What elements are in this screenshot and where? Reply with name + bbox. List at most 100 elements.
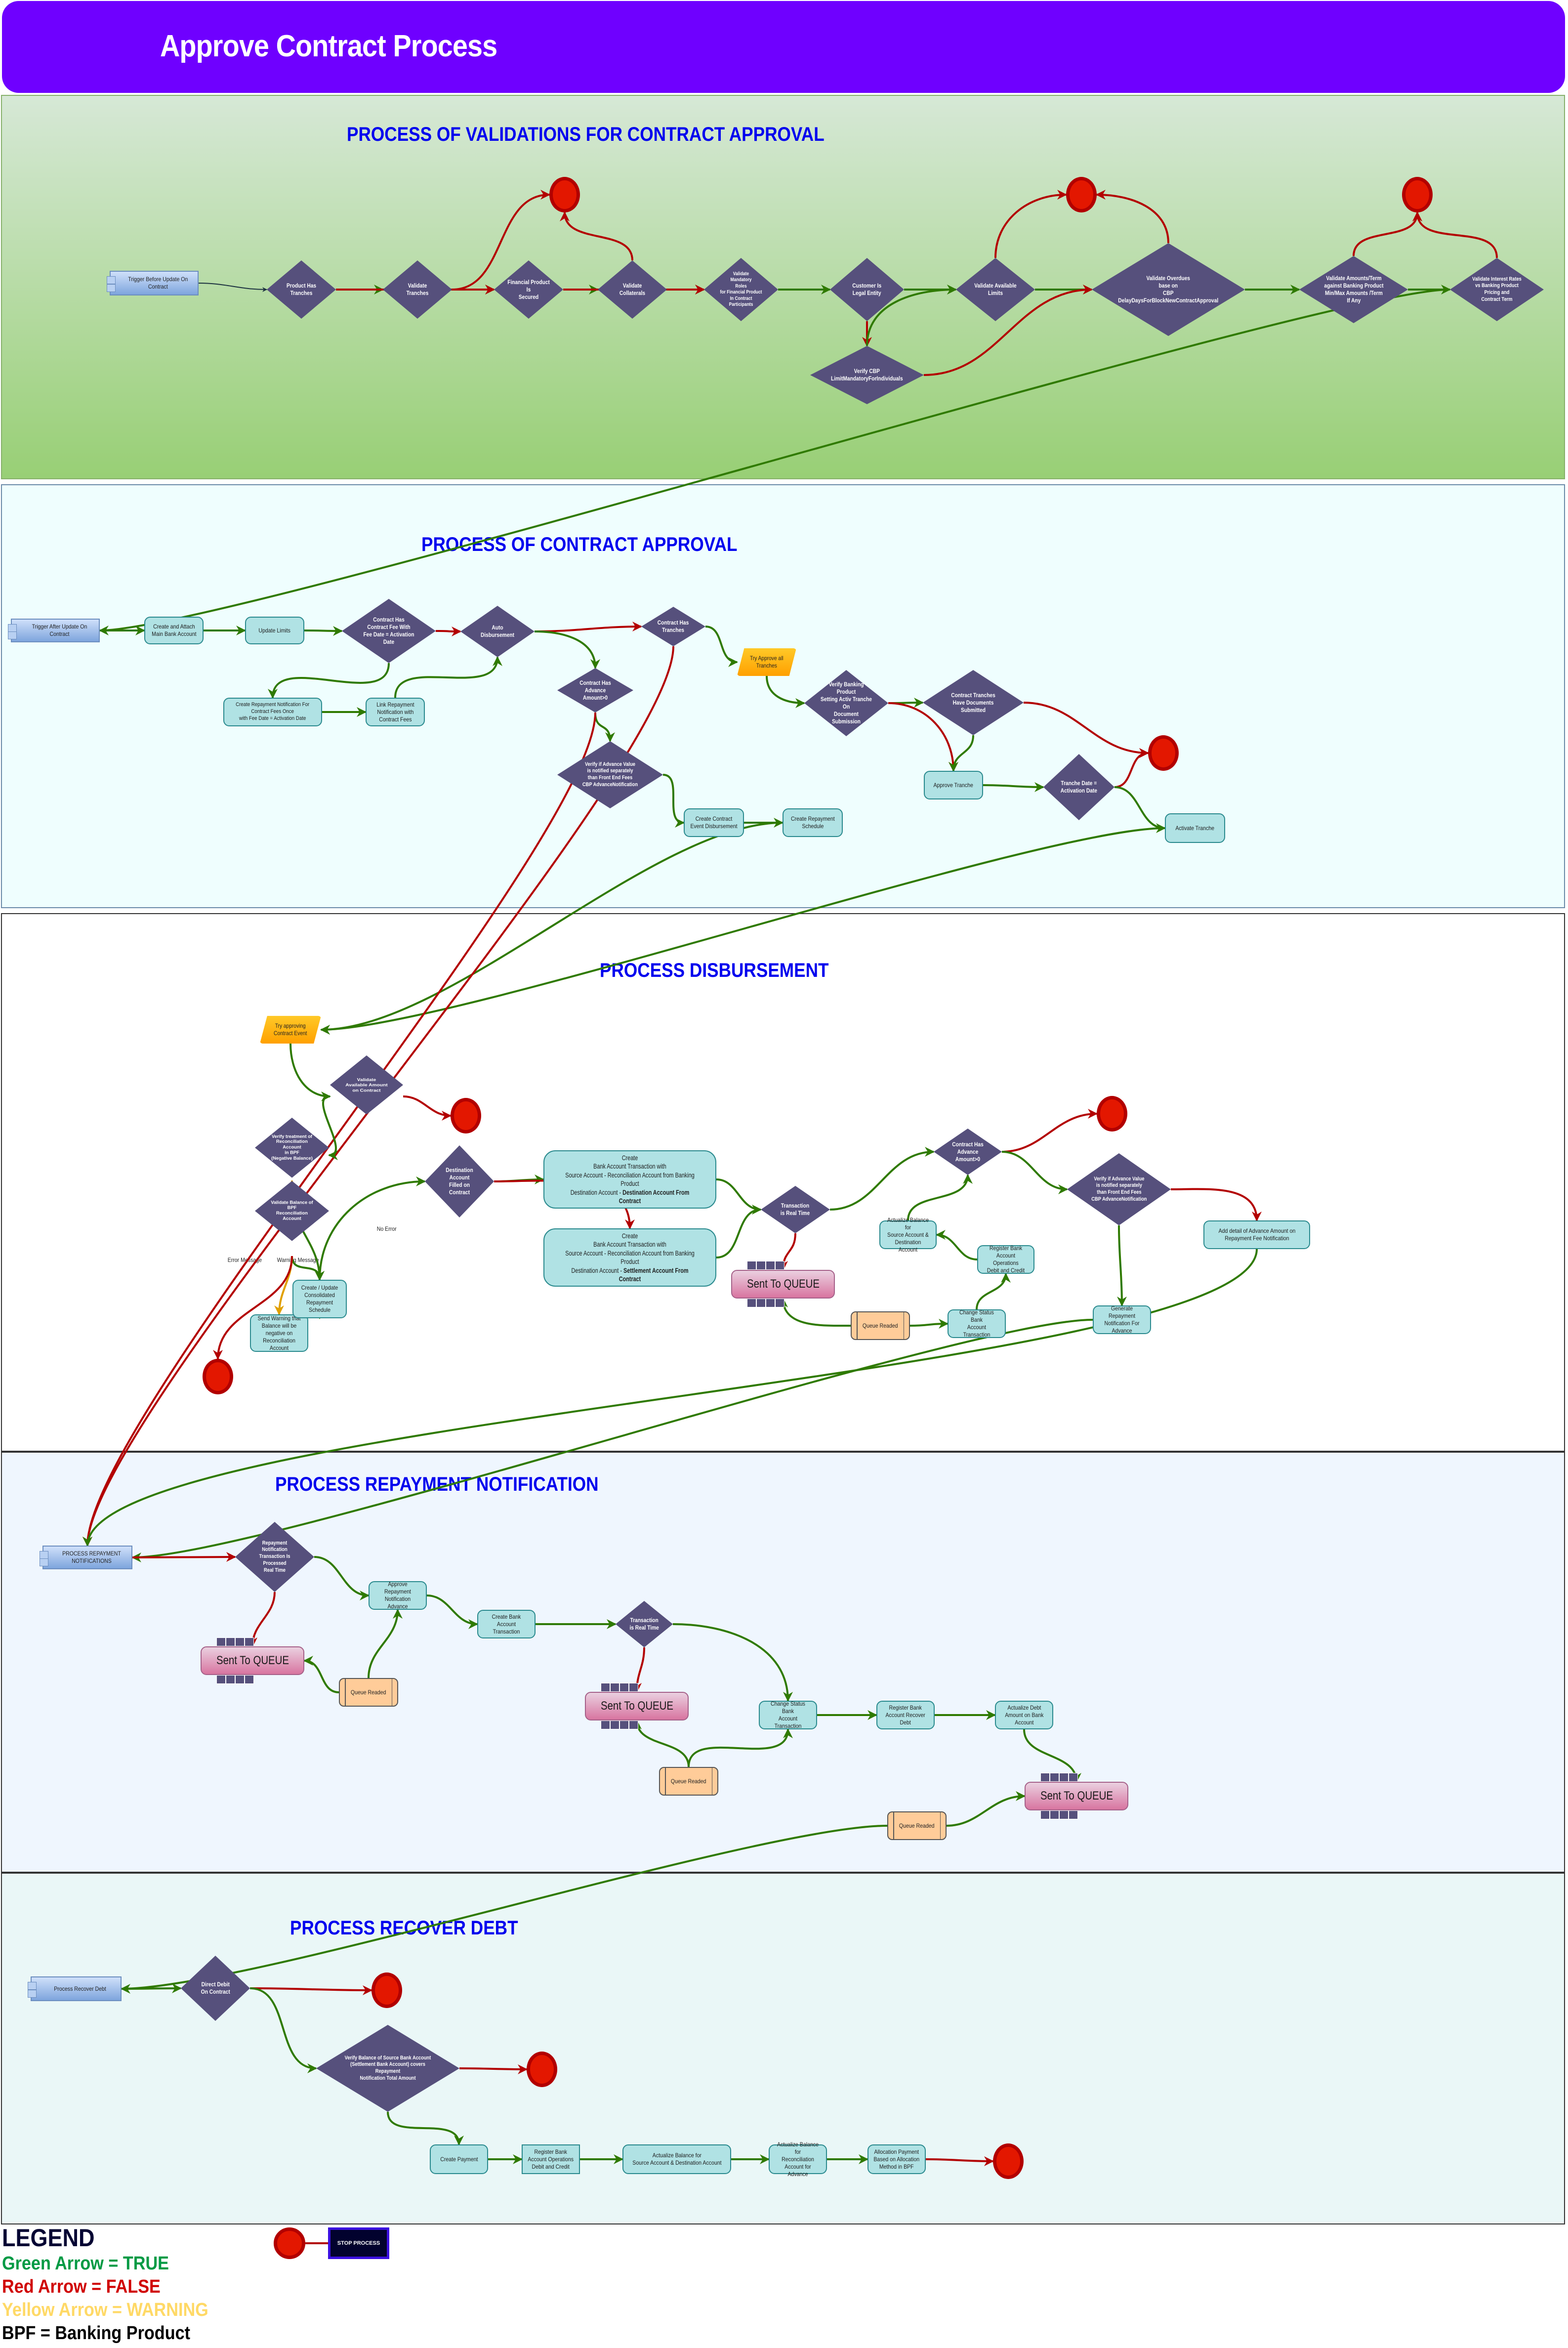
decision-validate-available-limits[interactable]: Validate Available Limits: [956, 258, 1035, 321]
trigger-process-repayment-notifications[interactable]: PROCESS REPAYMENT NOTIFICATIONS: [40, 1546, 132, 1569]
section-contract-approval: [1, 484, 1565, 908]
task-allocation-payment[interactable]: Allocation Payment Based on Allocation M…: [867, 2144, 926, 2174]
event-queue-readed[interactable]: Queue Readed: [851, 1311, 910, 1340]
decision-validate-interest-rates[interactable]: Validate Interest Rates vs Banking Produ…: [1450, 258, 1544, 321]
queue-sent-to-queue[interactable]: Sent To QUEUE: [585, 1683, 689, 1729]
decision-verify-balance-source[interactable]: Verify Balance of Source Bank Account (S…: [316, 2025, 459, 2112]
task-create-transaction-destination[interactable]: Create Bank Account Transaction with Sou…: [543, 1150, 716, 1209]
legend-connector: [305, 2242, 329, 2244]
task-actualize-reconciliation[interactable]: Actualize Balance for Reconciliation Acc…: [769, 2141, 827, 2178]
stop-process-icon: [993, 2143, 1024, 2179]
decision-validate-collaterals[interactable]: Validate Collaterals: [598, 260, 667, 319]
decision-contract-advance-amount[interactable]: Contract Has Advance Amount>0: [934, 1129, 1002, 1175]
legend-title: LEGEND: [2, 2224, 95, 2252]
task-register-bank-operations[interactable]: Register Bank Account Operations Debit a…: [522, 2144, 580, 2174]
task-create-contract-event-disbursement[interactable]: Create Contract Event Disbursement: [684, 808, 744, 837]
decision-financial-product-secured[interactable]: Financial Product Is Secured: [494, 260, 563, 319]
task-register-bank-operations[interactable]: Register Bank Account Operations Debit a…: [977, 1245, 1034, 1274]
queue-slots-icon: [216, 1675, 254, 1684]
task-change-status-transaction[interactable]: Change Status Bank Account Transaction: [948, 1309, 1006, 1338]
decision-validate-available-amount[interactable]: Validate Available Amount on Contract: [330, 1055, 403, 1115]
event-try-approve-tranches[interactable]: Try Approve all Tranches: [737, 648, 796, 676]
task-change-status-transaction[interactable]: Change Status Bank Account Transaction: [759, 1700, 817, 1729]
task-create-repayment-notification-fees[interactable]: Create Repayment Notification For Contra…: [223, 698, 322, 726]
decision-product-has-tranches[interactable]: Product Has Tranches: [267, 260, 336, 319]
decision-validate-mandatory-roles[interactable]: Validate Mandatory Roles for Financial P…: [704, 258, 778, 321]
decision-customer-legal-entity[interactable]: Customer Is Legal Entity: [830, 258, 904, 321]
queue-slots-icon: [601, 1683, 638, 1692]
task-actualize-debt[interactable]: Actualize Debt Amount on Bank Account: [995, 1701, 1053, 1729]
task-create-repayment-schedule[interactable]: Create Repayment Schedule: [783, 808, 843, 837]
edge-label-warning: Warning Message: [277, 1257, 319, 1263]
decision-destination-account-filled[interactable]: Destination Account Filled on Contract: [425, 1145, 494, 1217]
task-link-repayment-notification[interactable]: Link Repayment Notification with Contrac…: [366, 698, 425, 726]
task-create-transaction-settlement[interactable]: Create Bank Account Transaction with Sou…: [543, 1228, 716, 1287]
task-approve-notification-advance[interactable]: Approve Repayment Notification Advance: [369, 1581, 427, 1610]
decision-validate-overdues[interactable]: Validate Overdues base on CBP DelayDaysF…: [1092, 243, 1245, 336]
legend-item-warning: Yellow Arrow = WARNING: [2, 2300, 208, 2320]
event-queue-readed[interactable]: Queue Readed: [659, 1767, 718, 1796]
task-create-update-schedule[interactable]: Create / Update Consolidated Repayment S…: [292, 1280, 347, 1318]
stop-process-icon: [203, 1359, 233, 1394]
stop-process-icon: [527, 2052, 557, 2087]
task-activate-tranche[interactable]: Activate Tranche: [1165, 813, 1225, 843]
stop-process-icon: [549, 177, 580, 212]
decision-validate-tranches[interactable]: Validate Tranches: [383, 260, 452, 319]
task-update-limits[interactable]: Update Limits: [245, 617, 304, 644]
event-try-approving-contract[interactable]: Try approving Contract Event: [260, 1016, 321, 1044]
queue-sent-to-queue[interactable]: Sent To QUEUE: [201, 1637, 304, 1684]
task-actualize-balance[interactable]: Actualize Balance for Source Account & D…: [879, 1216, 937, 1253]
trigger-before-update[interactable]: Trigger Before Update On Contract: [107, 271, 199, 295]
task-actualize-balance[interactable]: Actualize Balance for Source Account & D…: [622, 2144, 731, 2174]
task-generate-repayment-advance[interactable]: Generate Repayment Notification For Adva…: [1093, 1305, 1151, 1334]
decision-verify-advance-notified[interactable]: Verify if Advance Value is notified sepa…: [557, 741, 663, 808]
section-heading-disbursement: PROCESS DISBURSEMENT: [600, 960, 829, 981]
queue-slots-icon: [747, 1299, 784, 1307]
decision-validate-amounts-term[interactable]: Validate Amounts/Term against Banking Pr…: [1299, 256, 1408, 323]
edge-label-error: Error Message: [227, 1257, 262, 1263]
stop-process-icon: [371, 1972, 402, 2008]
stop-process-icon: [1148, 735, 1179, 771]
decision-transaction-real-time[interactable]: Transaction is Real Time: [761, 1186, 830, 1233]
legend-item-false: Red Arrow = FALSE: [2, 2276, 161, 2297]
decision-verify-reconciliation-treatment[interactable]: Verify treatment of Reconciliation Accou…: [255, 1118, 329, 1178]
decision-transaction-real-time[interactable]: Transaction is Real Time: [616, 1601, 673, 1647]
task-create-bank-transaction[interactable]: Create Bank Account Transaction: [477, 1610, 536, 1638]
decision-verify-cbp-limit[interactable]: Verify CBP LimitMandatoryForIndividuals: [810, 346, 924, 404]
event-queue-readed[interactable]: Queue Readed: [887, 1811, 947, 1840]
task-add-advance-detail[interactable]: Add detail of Advance Amount on Repaymen…: [1203, 1220, 1310, 1249]
task-register-recover-debt[interactable]: Register Bank Account Recover Debt: [876, 1701, 935, 1729]
task-create-attach-account[interactable]: Create and Attach Main Bank Account: [144, 617, 204, 644]
queue-slots-icon: [1040, 1810, 1078, 1819]
decision-contract-tranches-documents[interactable]: Contract Tranches Have Documents Submitt…: [923, 670, 1024, 735]
decision-auto-disbursement[interactable]: Auto Disbursement: [460, 606, 535, 657]
decision-verify-banking-product-tranche[interactable]: Verify Banking Product Setting Activ Tra…: [804, 670, 888, 736]
queue-sent-to-queue[interactable]: Sent To QUEUE: [731, 1261, 835, 1307]
task-create-payment[interactable]: Create Payment: [430, 2144, 488, 2174]
decision-verify-advance-notified[interactable]: Verify if Advance Value is notified sepa…: [1067, 1153, 1171, 1225]
trigger-process-recover-debt[interactable]: Process Recover Debt: [28, 1976, 122, 2001]
legend-stop-icon: [274, 2227, 305, 2259]
legend-stop-label: STOP PROCESS: [328, 2227, 389, 2259]
decision-tranche-date-activation[interactable]: Tranche Date = Activation Date: [1043, 754, 1114, 820]
task-approve-tranche[interactable]: Approve Tranche: [924, 771, 983, 799]
decision-contract-has-tranches[interactable]: Contract Has Tranches: [641, 607, 705, 646]
edge-label-no-error: No Error: [376, 1225, 397, 1232]
section-heading-repayment: PROCESS REPAYMENT NOTIFICATION: [275, 1473, 599, 1495]
decision-contract-fee-activation[interactable]: Contract Has Contract Fee With Fee Date …: [342, 599, 436, 663]
decision-contract-advance-amount[interactable]: Contract Has Advance Amount>0: [557, 668, 633, 713]
section-disbursement: [1, 913, 1565, 1452]
decision-validate-balance-bpf[interactable]: Validate Balance of BPF Reconciliation A…: [255, 1181, 329, 1241]
decision-direct-debit[interactable]: Direct Debit On Contract: [181, 1956, 250, 2021]
event-queue-readed[interactable]: Queue Readed: [339, 1678, 398, 1707]
decision-notification-real-time[interactable]: Repayment Notification Transaction Is Pr…: [235, 1522, 314, 1592]
stop-process-icon: [1066, 177, 1097, 212]
legend-item-true: Green Arrow = TRUE: [2, 2253, 169, 2274]
queue-sent-to-queue[interactable]: Sent To QUEUE: [1025, 1773, 1128, 1819]
task-send-warning[interactable]: Send Warning that Balance will be negati…: [250, 1314, 308, 1352]
trigger-after-update[interactable]: Trigger After Update On Contract: [8, 619, 100, 642]
legend-item-bpf: BPF = Banking Product: [2, 2323, 190, 2344]
stop-process-icon: [1402, 177, 1433, 212]
queue-slots-icon: [747, 1261, 784, 1270]
stop-process-icon: [451, 1098, 481, 1133]
